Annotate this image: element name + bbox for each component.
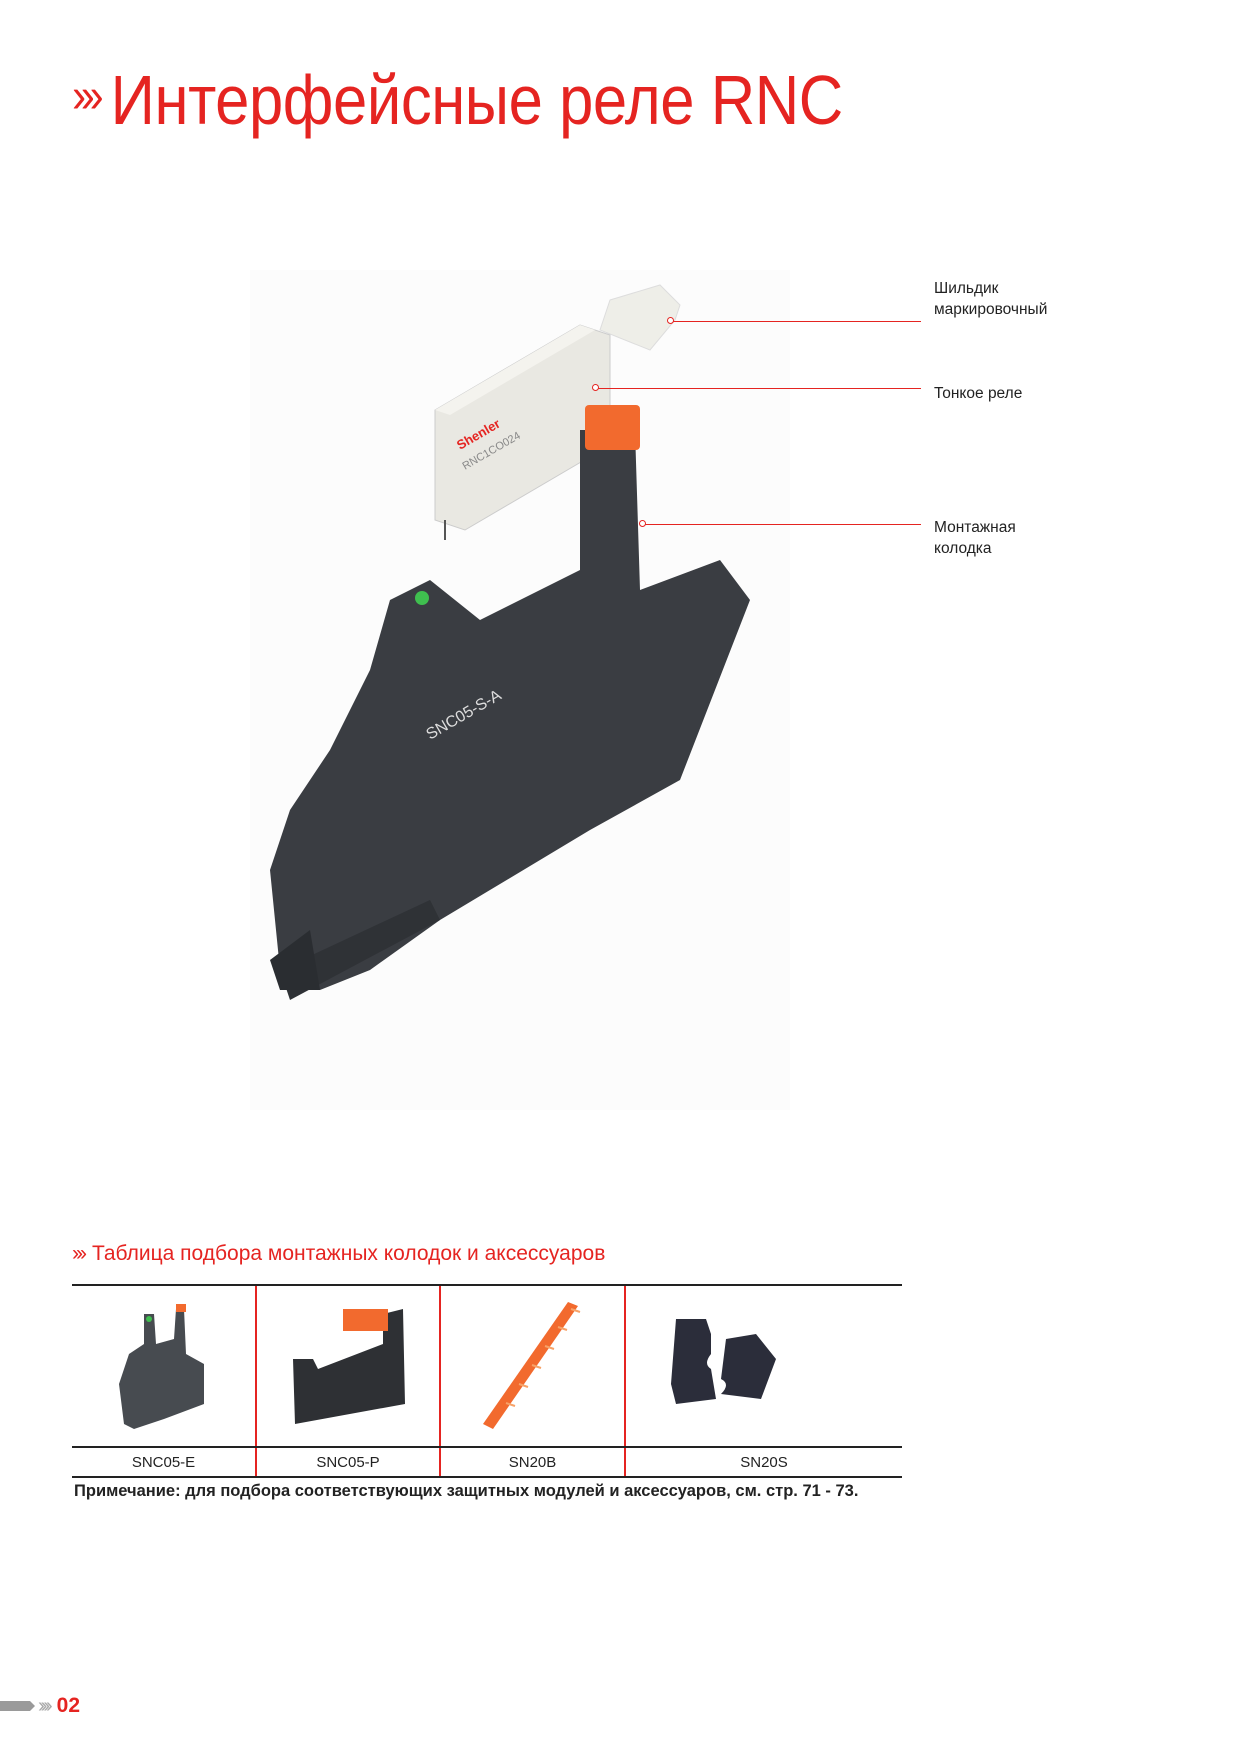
- callout-line-marker: [673, 321, 921, 322]
- callout-line-base: [645, 524, 921, 525]
- thin-relay: Shenler RNC1CO024: [434, 324, 611, 540]
- clip: [585, 405, 640, 450]
- callout-text: Монтажная: [934, 519, 1016, 536]
- section-title: Таблица подбора монтажных колодок и аксе…: [91, 1242, 606, 1265]
- product-image-snc05-p: [255, 1284, 440, 1448]
- marker-plate: [599, 284, 681, 351]
- section-heading: ››› Таблица подбора монтажных колодок и а…: [72, 1242, 605, 1266]
- callout-dot: [639, 520, 646, 527]
- page-footer: ›››› 02: [0, 1694, 80, 1718]
- product-name: SN20S: [624, 1447, 902, 1478]
- callout-dot: [667, 317, 674, 324]
- callout-dot: [592, 384, 599, 391]
- footer-chevrons-icon: ››››: [38, 1694, 53, 1717]
- table-image-row: [72, 1284, 902, 1448]
- page-title-text: Интерфейсные реле RNC: [110, 61, 844, 139]
- product-image-sn20s: [624, 1284, 902, 1448]
- mounting-base: SNC05-S-A: [270, 405, 750, 1000]
- page-title: ›››Интерфейсные реле RNC: [72, 60, 843, 140]
- chevrons-icon: ›››: [72, 1242, 87, 1265]
- table-label-row: SNC05-E SNC05-P SN20B SN20S: [72, 1447, 902, 1478]
- footer-bar-icon: [0, 1701, 35, 1711]
- page-number: 02: [56, 1694, 80, 1717]
- product-name: SNC05-P: [255, 1447, 440, 1478]
- note-text: Примечание: для подбора соответствующих …: [74, 1482, 859, 1500]
- product-name: SN20B: [439, 1447, 625, 1478]
- callout-text: колодка: [934, 540, 992, 557]
- led: [415, 591, 429, 605]
- relay-assembly-illustration: Shenler RNC1CO024 SNC05-S-A: [250, 270, 790, 1110]
- chevrons-icon: ›››: [72, 70, 104, 123]
- callout-marker-plate: Шильдик маркировочный: [934, 278, 1047, 320]
- callout-text: Шильдик: [934, 280, 999, 297]
- product-name: SNC05-E: [72, 1447, 256, 1478]
- product-image-snc05-e: [72, 1284, 256, 1448]
- callout-line-relay: [597, 388, 921, 389]
- product-image-sn20b: [439, 1284, 625, 1448]
- callout-thin-relay: Тонкое реле: [934, 383, 1022, 404]
- callout-text: маркировочный: [934, 301, 1048, 318]
- callout-text: Тонкое реле: [934, 385, 1023, 402]
- callout-mounting-base: Монтажная колодка: [934, 517, 1016, 559]
- accessories-table: SNC05-E SNC05-P SN20B SN20S: [72, 1284, 902, 1478]
